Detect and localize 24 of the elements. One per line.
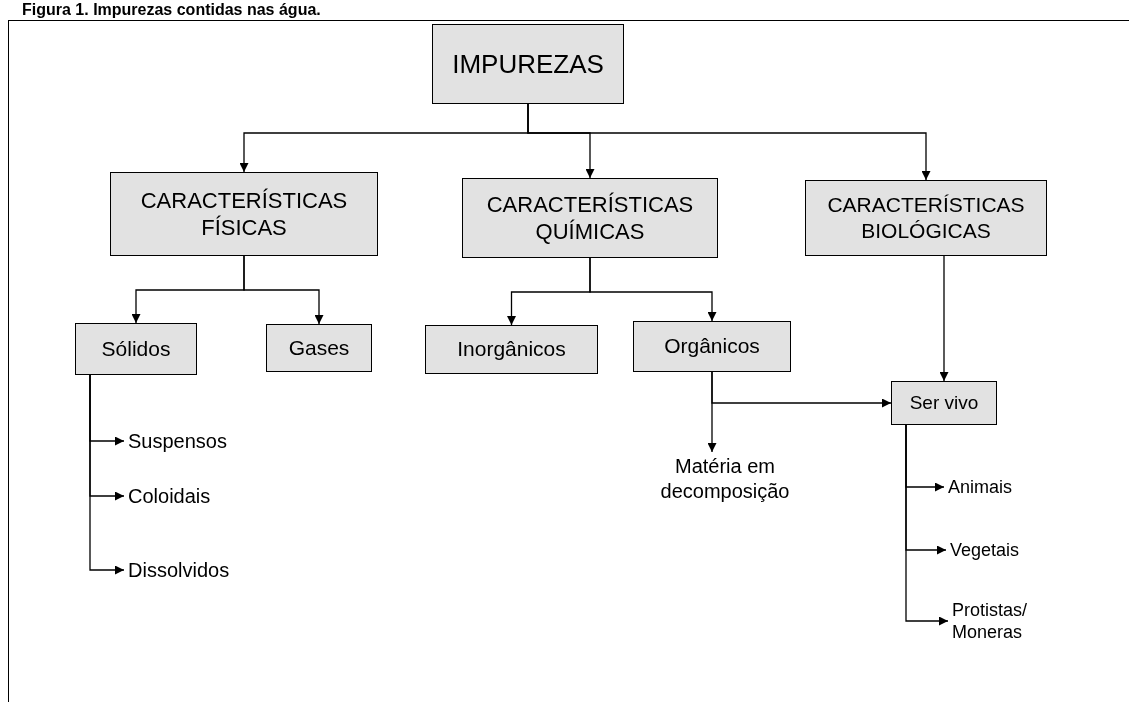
arrow [711,371,892,408]
figure-title: Figura 1. Impurezas contidas nas água. [22,0,321,20]
arrow [527,103,931,181]
category-box: CARACTERÍSTICAS FÍSICAS [110,172,378,256]
arrow [905,424,949,626]
category-box: CARACTERÍSTICAS QUÍMICAS [462,178,718,258]
arrow [243,255,324,325]
item-label: Coloidais [128,480,248,512]
item-label: Matéria em decomposição [630,452,820,506]
category-box: CARACTERÍSTICAS BIOLÓGICAS [805,180,1047,256]
item-label: Suspensos [128,425,268,457]
arrow [939,255,949,382]
category-box: Ser vivo [891,381,997,425]
item-label: Animais [948,472,1038,502]
arrow [589,257,717,322]
item-label: Protistas/ Moneras [952,595,1052,647]
category-box: Inorgânicos [425,325,598,374]
item-label: Dissolvidos [128,554,278,586]
category-box: Sólidos [75,323,197,375]
arrow [89,374,125,575]
category-box: Orgânicos [633,321,791,372]
item-label: Vegetais [950,535,1040,565]
category-box: Gases [266,324,372,372]
category-box: IMPUREZAS [432,24,624,104]
